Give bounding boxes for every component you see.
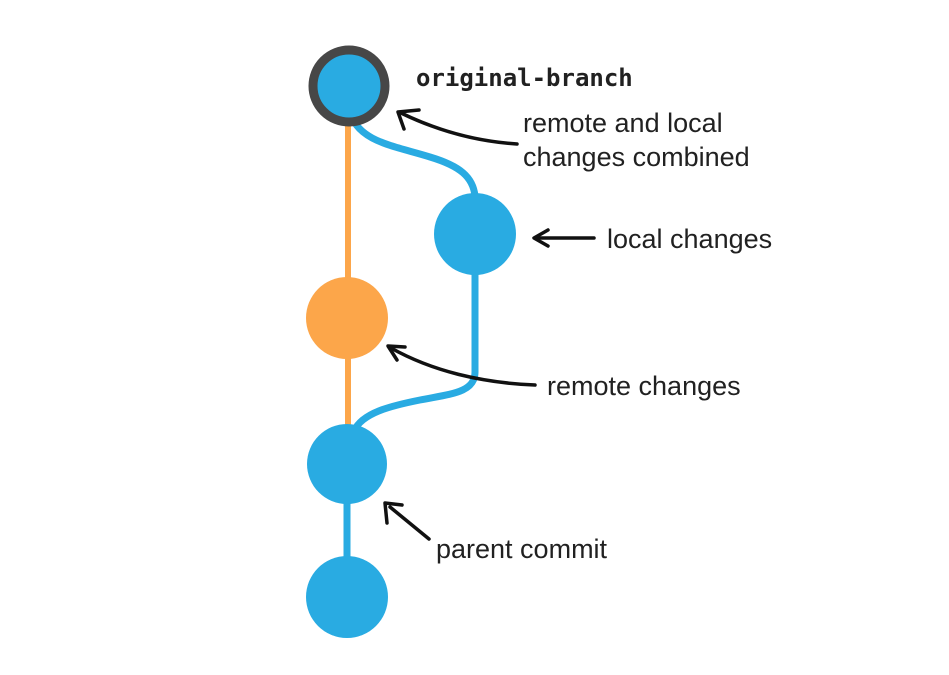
annotation-local: local changes xyxy=(607,224,773,254)
commit-node-remote xyxy=(306,277,388,359)
commit-node-head xyxy=(308,45,390,127)
local-arrow-icon xyxy=(532,228,596,248)
edge-local-to-parent xyxy=(350,231,479,435)
remote-arrow-icon xyxy=(386,344,537,387)
commit-node-parent xyxy=(307,424,387,504)
parent-arrow-icon xyxy=(383,501,431,541)
branch-label: original-branch xyxy=(416,64,633,92)
annotation-combined: remote and local changes combined xyxy=(523,106,750,174)
combined-arrow-icon xyxy=(396,108,519,146)
annotation-remote: remote changes xyxy=(547,371,741,401)
commit-node-base xyxy=(306,556,388,638)
commit-node-local xyxy=(434,193,516,275)
annotation-combined-line1: remote and local xyxy=(523,108,723,138)
edge-head-to-local xyxy=(346,108,479,200)
annotation-combined-line2: changes combined xyxy=(523,142,750,172)
annotation-parent: parent commit xyxy=(436,534,608,564)
